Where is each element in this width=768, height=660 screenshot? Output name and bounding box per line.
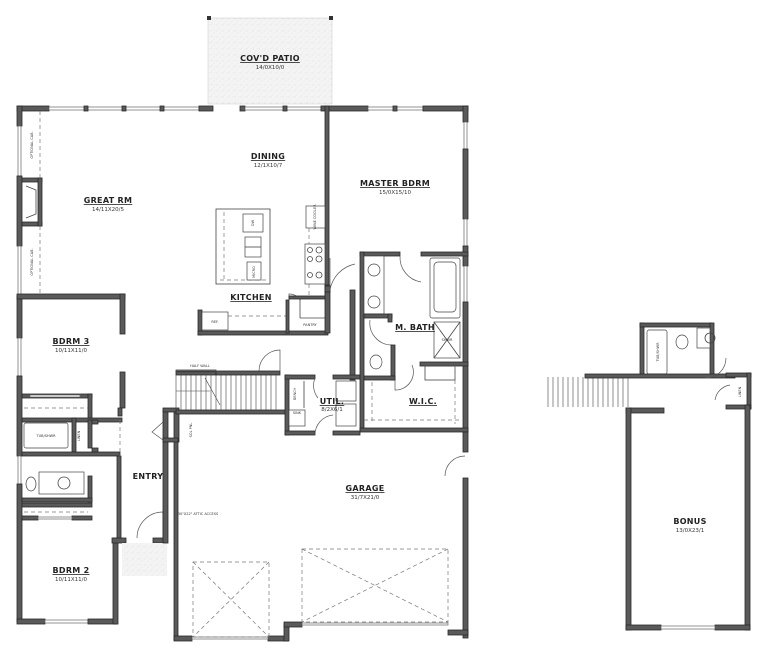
room-name-garage: GARAGE (346, 484, 385, 493)
room-dims-bdrm-2: 10/11X11/0 (55, 577, 87, 583)
cooktop-icon (304, 243, 326, 285)
covered-patio (207, 16, 333, 105)
staircase-upper (547, 377, 629, 407)
label-micro: MICRO (252, 266, 256, 278)
label-linen: LINEN (77, 430, 81, 441)
upper-floor-walls (547, 322, 752, 631)
label-wine-cooler: WINE COOLER (313, 204, 317, 230)
room-name-util: UTIL. (320, 397, 345, 406)
staircase (175, 374, 277, 410)
interior-walls (16, 105, 469, 642)
room-name-wic: W.I.C. (409, 397, 437, 406)
room-dims-bdrm-3: 10/11X11/0 (55, 348, 87, 354)
refrigerator-icon (201, 311, 229, 331)
utility-sink-icon (288, 409, 306, 427)
kitchen-island (215, 208, 271, 285)
label-tub-shwr: TUB/SHWR (35, 434, 56, 438)
label-bench: BENCH (293, 387, 297, 400)
dryer-icon (335, 403, 357, 427)
fixture-labels: REF. PANTRY HALF WALL OPTIONAL CAB. OPTI… (30, 131, 742, 516)
vanity-icon (38, 471, 85, 495)
room-dims-master-bdrm: 15/0X15/10 (379, 190, 411, 196)
label-sol-pnl: SOL PNL (189, 423, 193, 438)
label-pantry: PANTRY (303, 323, 317, 327)
label-sink: SINK (293, 411, 302, 415)
room-name-bdrm-3: BDRM 3 (52, 337, 89, 346)
post-icon (207, 16, 211, 20)
label-ref: REF. (211, 320, 218, 324)
room-name-entry: ENTRY (133, 472, 164, 481)
bathtub-icon (23, 422, 69, 449)
room-dims-patio: 14/0X10/0 (256, 65, 285, 71)
room-name-kitchen: KITCHEN (230, 293, 271, 302)
room-dims-dining: 12/1X10/7 (254, 163, 283, 169)
label-upper-tub-shwr: TUB/SHWR (656, 342, 660, 363)
room-labels: COV'D PATIO 14/0X10/0 GREAT RM 14/11X20/… (52, 54, 706, 583)
room-name-master-bath: M. BATH (395, 323, 435, 332)
post-icon (329, 16, 333, 20)
label-attic-access: 30"X22" ATTIC ACCESS (178, 512, 219, 516)
garage-door-single (192, 561, 270, 638)
room-dims-garage: 31/7X21/0 (351, 495, 380, 501)
label-shwr: SHWR (442, 338, 453, 342)
label-optional-cab-1: OPTIONAL CAB. (30, 131, 34, 158)
room-dims-great-rm: 14/11X20/5 (92, 207, 124, 213)
room-dims-util: 8/2X6/1 (321, 407, 342, 413)
room-name-master-bdrm: MASTER BDRM (360, 179, 430, 188)
room-name-great-rm: GREAT RM (84, 196, 133, 205)
sink-icon (57, 476, 71, 490)
label-upper-linen: LINEN (738, 386, 742, 397)
washer-icon (335, 380, 357, 402)
toilet-icon (675, 334, 689, 350)
label-half-wall: HALF WALL (190, 364, 210, 368)
toilet-icon (369, 354, 383, 370)
vanity-icon (696, 327, 711, 349)
room-name-bdrm-2: BDRM 2 (52, 566, 89, 575)
room-name-patio: COV'D PATIO (240, 54, 300, 63)
toilet-icon (25, 476, 37, 492)
wine-cooler-icon (305, 205, 326, 229)
dishwasher-icon (242, 213, 264, 233)
room-name-bonus: BONUS (673, 517, 706, 526)
sink-icon (367, 263, 381, 277)
room-name-dining: DINING (251, 152, 285, 161)
label-optional-cab-2: OPTIONAL CAB. (30, 248, 34, 275)
garage-door-double (301, 548, 449, 623)
main-floor-walls (16, 105, 469, 625)
sink-icon (367, 295, 381, 309)
label-dw: DW (251, 219, 255, 226)
room-dims-bonus: 13/0X23/1 (676, 528, 704, 534)
microwave-icon (246, 261, 262, 281)
